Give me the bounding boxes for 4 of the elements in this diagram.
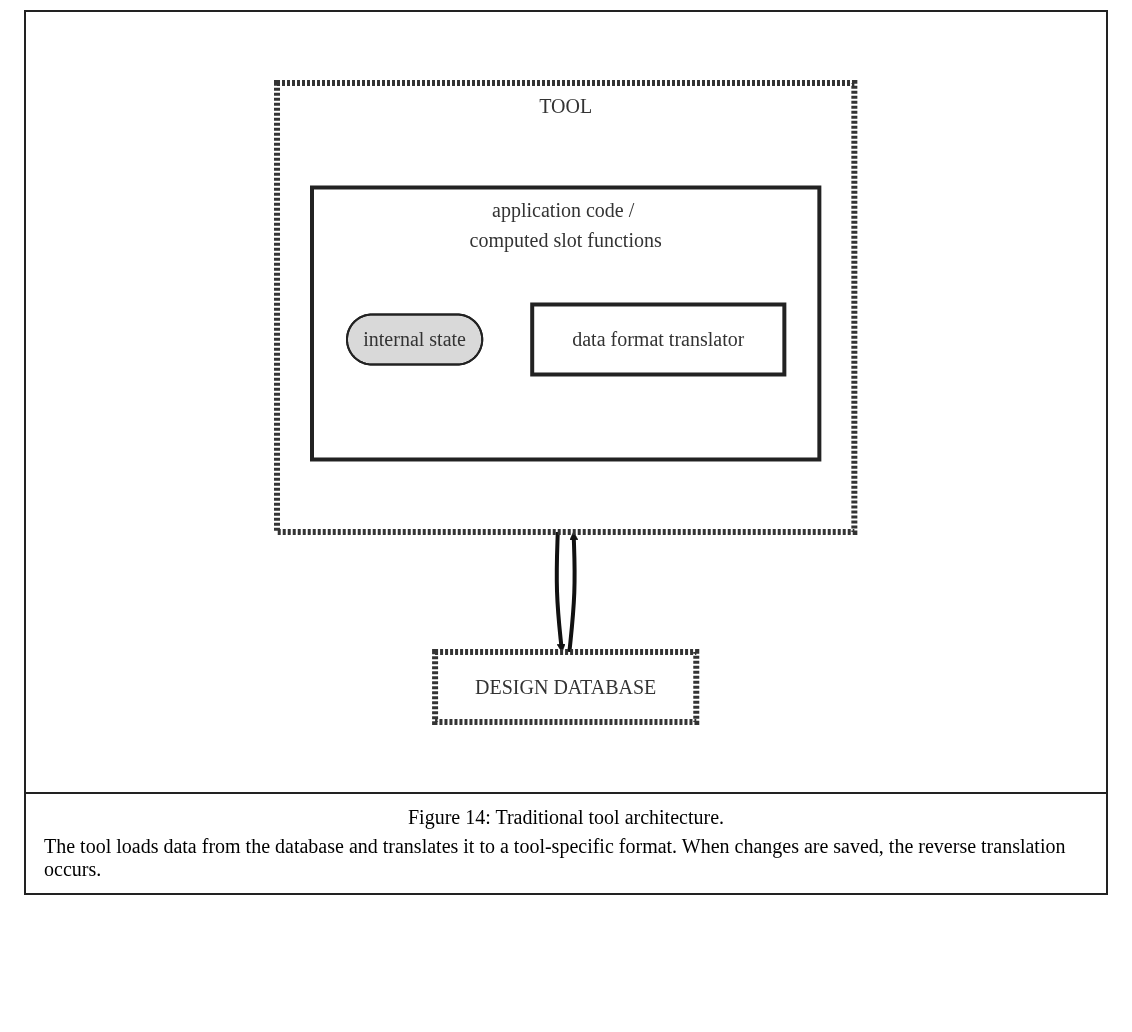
- caption-note: The tool loads data from the database and translates it to a tool-specific format. When changes are saved, the reverse translation occurs.: [44, 835, 1067, 881]
- node-box: data format translator: [530, 302, 787, 376]
- node-box: DESIGN DATABASE: [432, 648, 700, 725]
- figure-caption: Figure 14: Traditional tool architecture.: [406, 806, 726, 829]
